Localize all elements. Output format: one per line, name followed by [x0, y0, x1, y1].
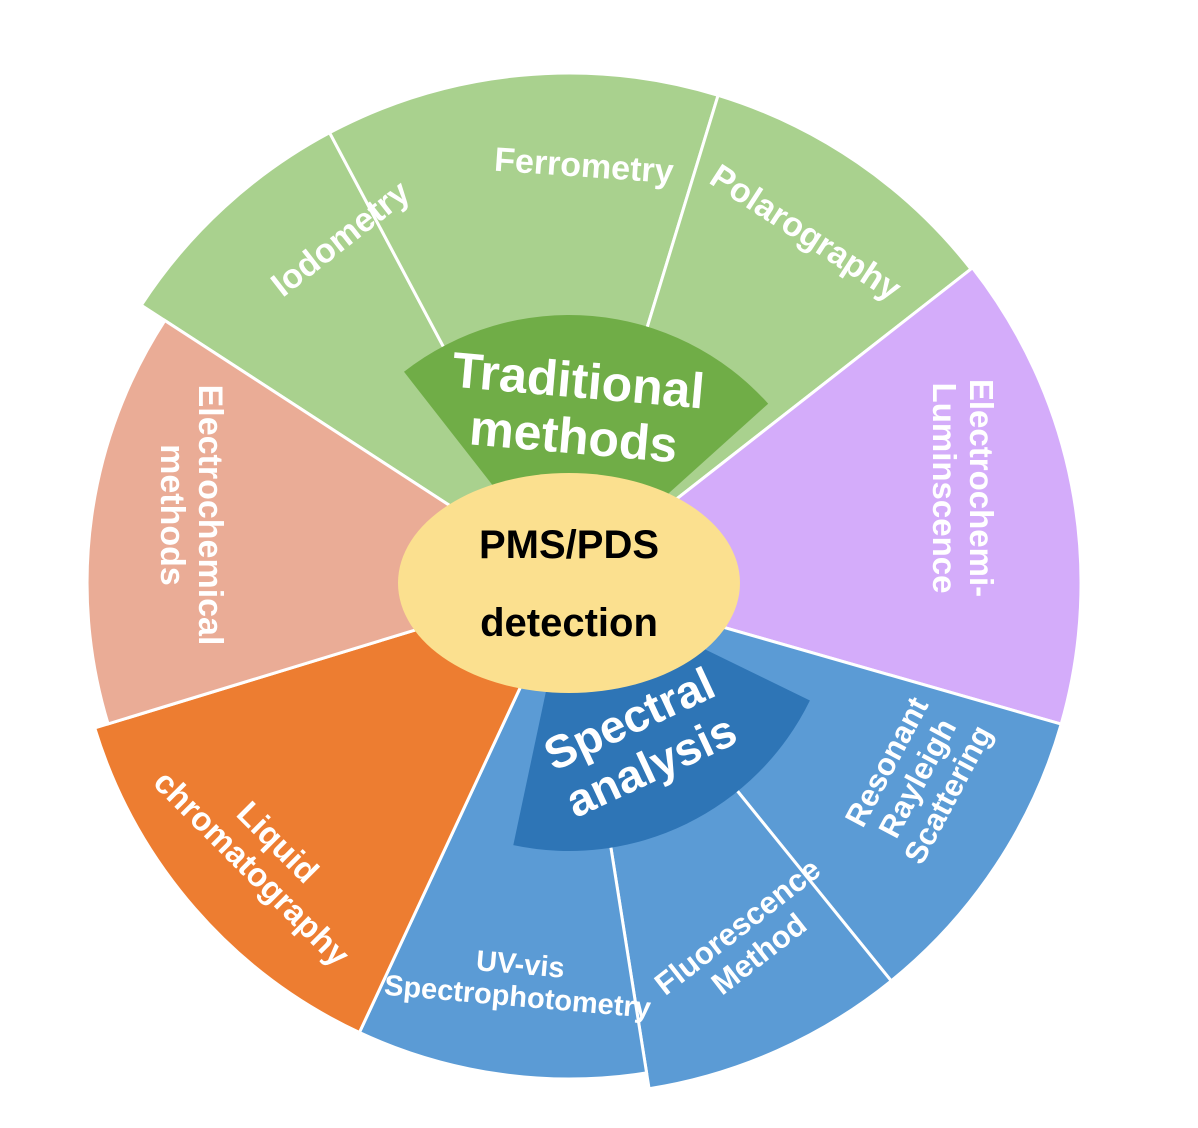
segment-label-uv-vis-line: UV-vis: [475, 945, 566, 985]
center-title-line1: PMS/PDS: [479, 523, 659, 567]
center-title-line2: detection: [480, 601, 658, 645]
segment-label-electrochemical-line: Electrochemical: [191, 385, 229, 646]
segment-label-electrochemiluminscence-line: Luminscence: [926, 383, 963, 594]
center-hub: PMS/PDS detection: [398, 473, 740, 693]
segment-label-electrochemiluminscence: Electrochemi-Luminscence: [926, 379, 1000, 597]
segment-label-electrochemical: Electrochemicalmethods: [153, 385, 229, 646]
category-band-traditional: [404, 314, 769, 583]
segment-label-electrochemical-line: methods: [153, 444, 191, 586]
center-ellipse: [398, 473, 740, 693]
category-label-traditional: Traditionalmethods: [445, 342, 707, 476]
segment-liquid-chromatography: [92, 580, 572, 1035]
segment-electrochemical: [85, 318, 573, 726]
segment-iodometry: [139, 130, 574, 588]
segment-label-electrochemiluminscence-line: Electrochemi-: [963, 379, 1000, 597]
